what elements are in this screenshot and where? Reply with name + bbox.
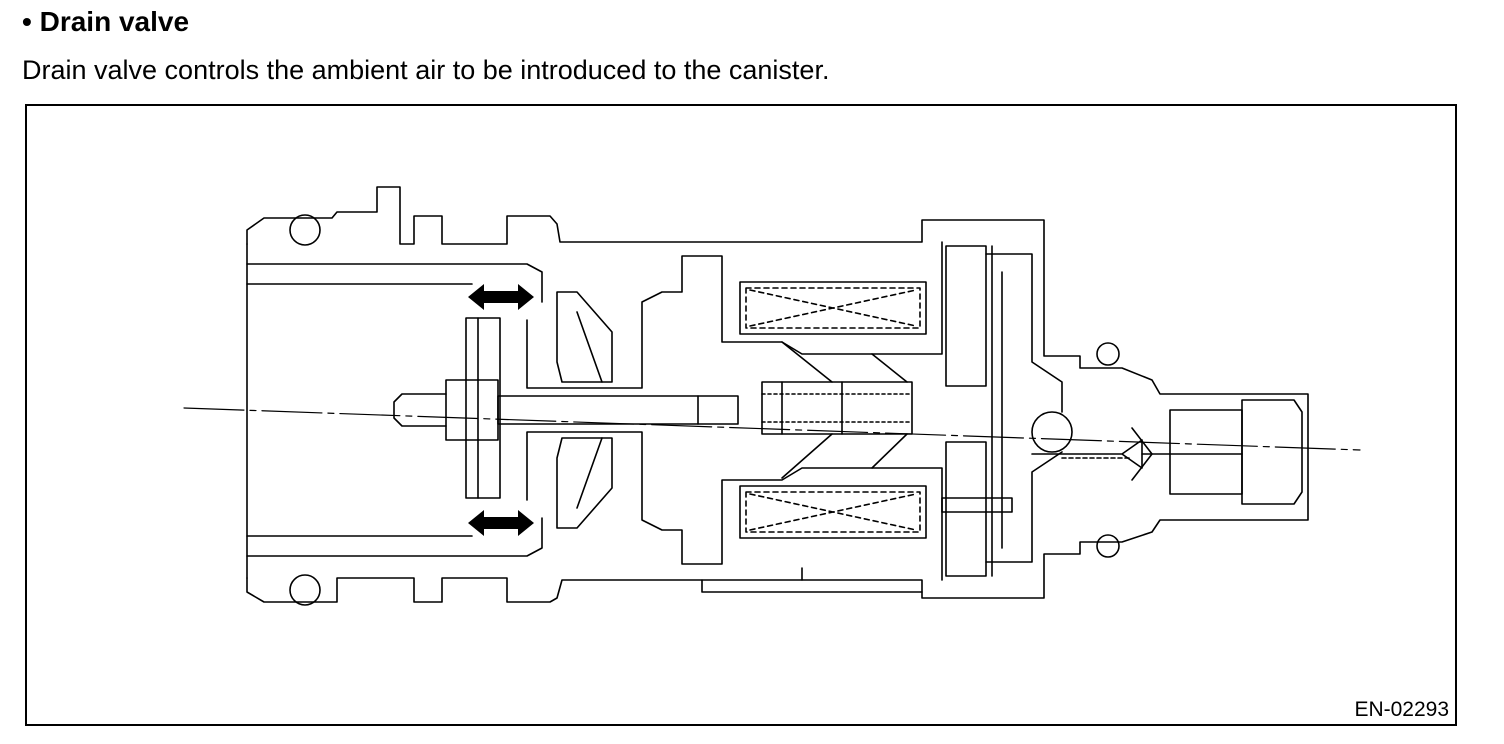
section-title: Drain valve — [39, 6, 190, 37]
figure-frame: EN-02293 — [25, 104, 1457, 726]
solenoid-coil-lower — [739, 485, 927, 539]
inlet-bore-upper — [246, 263, 543, 303]
section-heading: • Drain valve — [22, 4, 189, 40]
bullet-glyph: • — [22, 6, 32, 37]
plunger — [761, 381, 913, 435]
o-ring-top-right — [1096, 342, 1120, 366]
valve-hub — [445, 379, 499, 441]
figure-id-label: EN-02293 — [1354, 698, 1449, 721]
valve-seat-upper — [526, 241, 943, 389]
o-ring-top-left — [289, 214, 321, 246]
magnetic-core — [945, 245, 987, 387]
check-ball — [1031, 411, 1073, 453]
spring-guide-lower — [556, 437, 613, 529]
inlet-housing-top — [246, 186, 1309, 603]
flow-arrow-upper — [468, 284, 534, 310]
needle — [1031, 439, 1143, 469]
flow-arrow-lower — [468, 510, 534, 536]
section-description: Drain valve controls the ambient air to … — [22, 55, 830, 85]
outlet-nozzle — [1169, 409, 1243, 495]
o-ring-bottom-left — [289, 574, 321, 606]
center-axis-line — [183, 407, 1361, 451]
o-ring-bottom-right — [1096, 534, 1120, 558]
connector-block — [941, 497, 1013, 513]
drain-valve-cross-section — [183, 186, 1361, 606]
solenoid-coil-upper — [739, 281, 927, 335]
spring-guide-upper — [556, 291, 613, 383]
valve-disc — [465, 317, 501, 499]
valve-stem-tip — [393, 393, 447, 427]
valve-seat-lower — [526, 431, 943, 581]
inlet-bore-lower — [246, 517, 543, 557]
valve-stem — [497, 395, 739, 425]
